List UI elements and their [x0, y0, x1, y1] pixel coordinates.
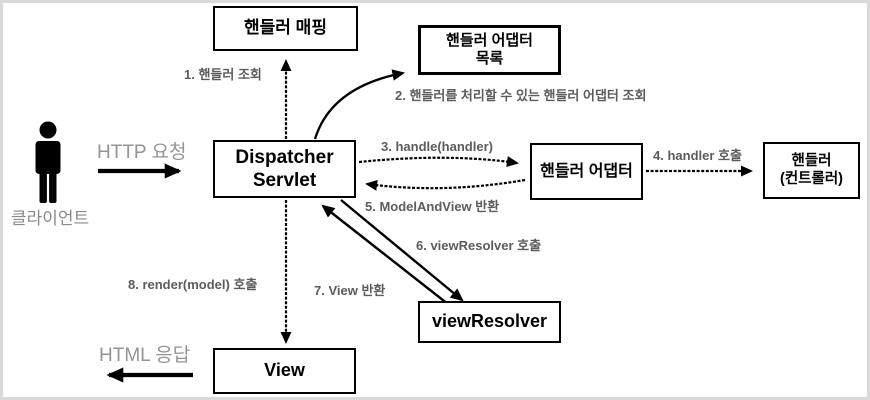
arrow-step2: [313, 69, 406, 140]
client-actor-label: 클라이언트: [11, 209, 90, 228]
html-response-label: HTML 응답: [99, 345, 191, 366]
handler-mapping-box: 핸들러 매핑: [213, 6, 358, 51]
step4-label: 4. handler 호출: [653, 148, 742, 163]
view-resolver-label: viewResolver: [431, 311, 548, 332]
arrow-layer: [35, 59, 753, 383]
handler-controller-label-line1: 핸들러: [791, 152, 832, 169]
http-request-label: HTTP 요청: [97, 142, 187, 163]
handler-mapping-label: 핸들러 매핑: [244, 18, 327, 38]
view-box: View: [213, 348, 356, 394]
handler-adapter-label: 핸들러 어댑터: [540, 162, 633, 180]
arrow-step6: [340, 199, 464, 302]
handler-adapter-list-label-line2: 목록: [475, 50, 504, 67]
dispatcher-servlet-box: Dispatcher Servlet: [213, 140, 356, 198]
dispatcher-servlet-label-line1: Dispatcher: [235, 146, 334, 168]
arrow-step7: [321, 204, 454, 309]
dispatcher-servlet-label-line2: Servlet: [252, 170, 317, 191]
person-icon: [35, 121, 61, 203]
step3-label: 3. handle(handler): [381, 139, 493, 154]
step8-label: 8. render(model) 호출: [128, 277, 258, 292]
handler-controller-label-line2: (컨트롤러): [779, 170, 844, 187]
step1-label: 1. 핸들러 조회: [184, 67, 262, 82]
handler-adapter-list-box: 핸들러 어댑터 목록: [418, 25, 561, 75]
step6-label: 6. viewResolver 호출: [416, 238, 542, 253]
handler-controller-box: 핸들러 (컨트롤러): [763, 142, 860, 199]
view-resolver-box: viewResolver: [418, 301, 561, 343]
handler-adapter-list-label-line1: 핸들러 어댑터: [446, 31, 533, 49]
handler-adapter-box: 핸들러 어댑터: [530, 143, 643, 200]
step7-label: 7. View 반환: [314, 283, 386, 298]
step5-label: 5. ModelAndView 반환: [365, 199, 500, 214]
step2-label: 2. 핸들러를 처리할 수 있는 핸들러 어댑터 조회: [395, 88, 647, 103]
arrow-step5: [365, 178, 526, 191]
arrow-step3: [358, 156, 519, 167]
view-label: View: [264, 360, 305, 381]
